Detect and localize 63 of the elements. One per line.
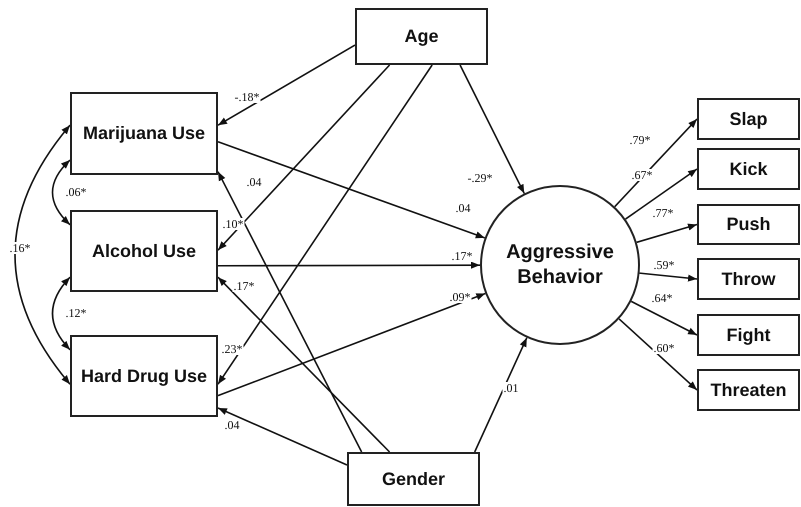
edge-label: .16* — [8, 242, 32, 254]
node-label: Threaten — [710, 378, 787, 402]
arrow — [474, 337, 528, 452]
edge-label: .59* — [652, 259, 676, 271]
edge-label: .17* — [450, 250, 474, 262]
edge-label: .23* — [220, 343, 244, 355]
arrow — [218, 407, 348, 466]
edge-label: -.18* — [234, 91, 260, 103]
arrow — [625, 168, 698, 220]
variable-box — [70, 210, 218, 292]
variable-box — [697, 148, 800, 190]
variable-box — [697, 258, 800, 300]
node-label: Hard Drug Use — [80, 364, 208, 388]
curved-double-arrow — [52, 160, 71, 226]
edge-label: .77* — [652, 207, 674, 219]
edge-label: .10* — [222, 218, 244, 230]
edge-label: .04 — [224, 419, 240, 431]
node-label: Age — [404, 25, 438, 48]
node-label: Fight — [726, 324, 770, 346]
arrow — [636, 224, 698, 244]
arrow — [218, 262, 480, 269]
curved-double-arrow — [14, 124, 71, 385]
node-label: Alcohol Use — [92, 240, 196, 262]
edge-label: .67* — [630, 169, 654, 181]
variable-box — [347, 452, 480, 506]
variable-box — [70, 92, 218, 175]
arrow — [217, 64, 390, 251]
variable-box — [697, 204, 800, 245]
node-label: Marijuana Use — [82, 122, 206, 145]
edge-label: .79* — [628, 134, 652, 146]
edge-label: .04 — [454, 202, 472, 214]
edge-label: .60* — [652, 342, 676, 354]
variable-box — [70, 335, 218, 417]
arrow — [614, 118, 698, 208]
arrow — [618, 318, 698, 391]
node-label: Slap — [729, 108, 768, 130]
node-label: Aggressive Behavior — [505, 240, 615, 290]
variable-box — [697, 98, 800, 140]
arrow — [640, 272, 698, 282]
node-label: Push — [726, 213, 770, 236]
edge-label: .12* — [64, 307, 88, 319]
edge-label: .01 — [502, 382, 520, 394]
edge-label: .06* — [64, 186, 88, 198]
arrow — [218, 292, 486, 396]
node-label: Throw — [722, 268, 776, 290]
arrow — [218, 44, 356, 126]
edge-label: -.29* — [466, 172, 494, 184]
edge-label: .17* — [232, 280, 256, 292]
edge-label: .04 — [246, 176, 262, 188]
arrow — [217, 276, 390, 453]
variable-box — [355, 8, 488, 65]
variable-box — [697, 369, 800, 411]
node-label: Kick — [729, 158, 768, 180]
arrow — [459, 64, 525, 194]
arrow — [217, 64, 433, 385]
edge-label: .64* — [650, 292, 674, 304]
arrow — [218, 141, 485, 239]
edge-label: .09* — [448, 291, 472, 303]
arrow — [217, 171, 362, 452]
variable-box — [697, 314, 800, 356]
curved-double-arrow — [52, 276, 71, 350]
arrow — [630, 300, 698, 336]
node-label: Gender — [382, 468, 446, 490]
